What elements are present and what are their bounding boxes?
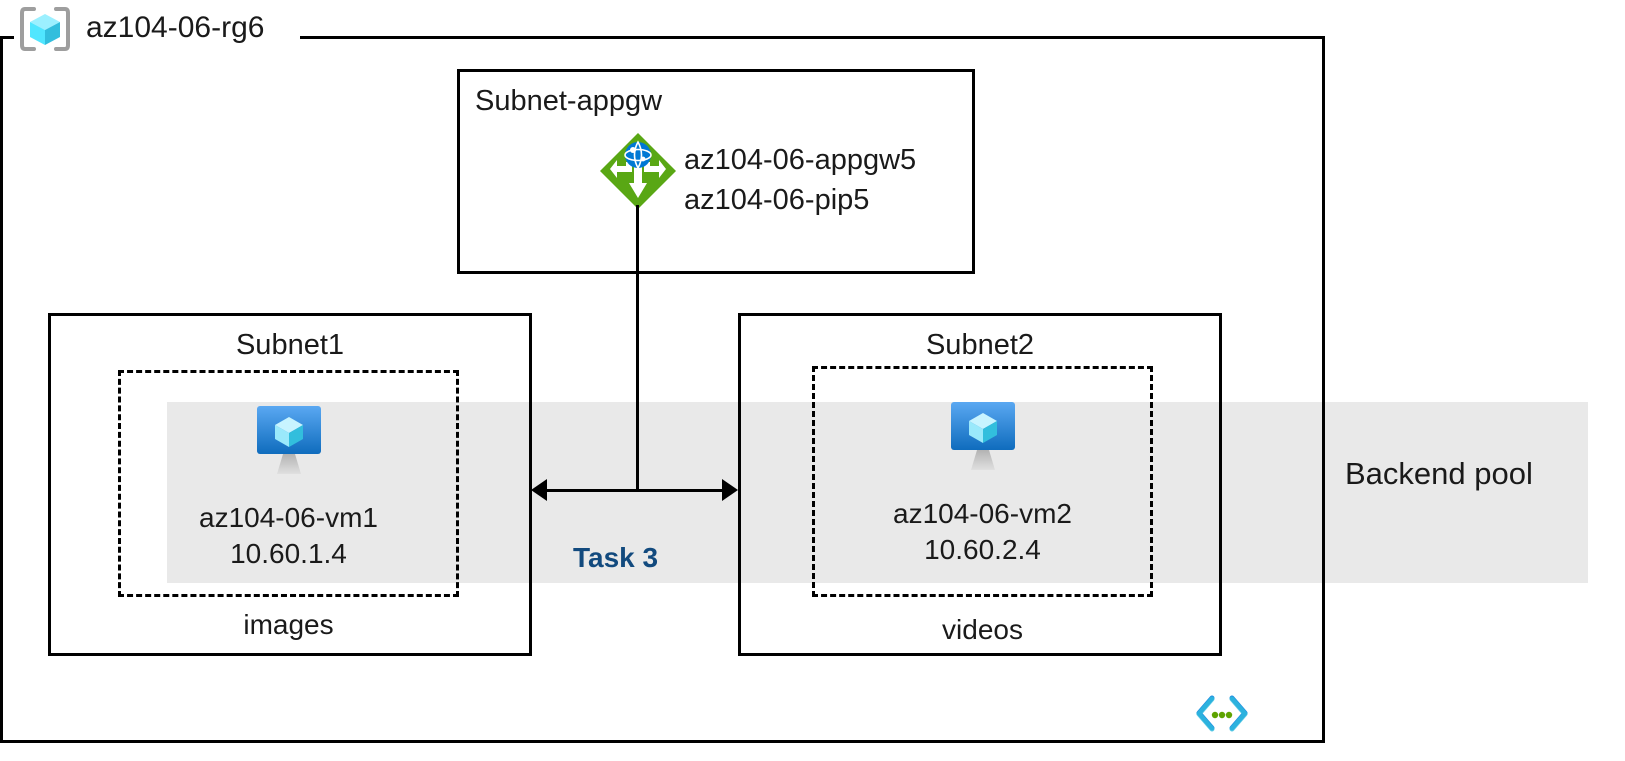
subnet-appgw-title: Subnet-appgw <box>475 85 663 117</box>
resource-group-border-bottom <box>0 740 1325 743</box>
resource-group-label: az104-06-rg6 <box>86 11 265 44</box>
resource-group-border-top-stub <box>0 36 14 39</box>
virtual-machine-icon <box>249 404 329 478</box>
subnet1-title: Subnet1 <box>235 329 345 361</box>
subnet2-vm-ip: 10.60.2.4 <box>924 534 1041 565</box>
subnet1-vm-ip: 10.60.1.4 <box>230 538 347 569</box>
appgw-name: az104-06-appgw5 <box>684 144 917 176</box>
connector-arrow-left-icon <box>531 479 547 501</box>
application-gateway-icon <box>598 131 678 211</box>
task-label: Task 3 <box>573 542 659 573</box>
virtual-machine-icon <box>943 400 1023 474</box>
subnet1-vm-name: az104-06-vm1 <box>199 502 378 533</box>
resource-group-border-right <box>1322 36 1325 743</box>
appgw-to-subnets-connector <box>636 205 639 490</box>
subnet1-subnet2-connector <box>538 489 731 492</box>
resource-group-icon <box>20 6 70 52</box>
backend-pool-label: Backend pool <box>1345 456 1533 491</box>
code-brackets-icon <box>1196 695 1248 732</box>
appgw-resource-labels: az104-06-appgw5 az104-06-pip5 <box>684 140 916 220</box>
connector-arrow-right-icon <box>722 479 738 501</box>
subnet1-group-caption: images <box>243 609 334 640</box>
backend-pool-band <box>167 402 1588 583</box>
subnet-appgw-box <box>457 69 975 274</box>
resource-group-border-top <box>300 36 1325 39</box>
subnet2-group-caption: videos <box>942 614 1023 645</box>
subnet2-vm-name: az104-06-vm2 <box>893 498 1072 529</box>
public-ip-name: az104-06-pip5 <box>684 184 870 216</box>
resource-group-border-left <box>0 36 3 743</box>
subnet2-box <box>738 313 1222 656</box>
subnet1-box <box>48 313 532 656</box>
subnet2-vm-group <box>812 366 1153 597</box>
subnet1-vm-group <box>118 370 459 597</box>
subnet2-title: Subnet2 <box>925 329 1035 361</box>
